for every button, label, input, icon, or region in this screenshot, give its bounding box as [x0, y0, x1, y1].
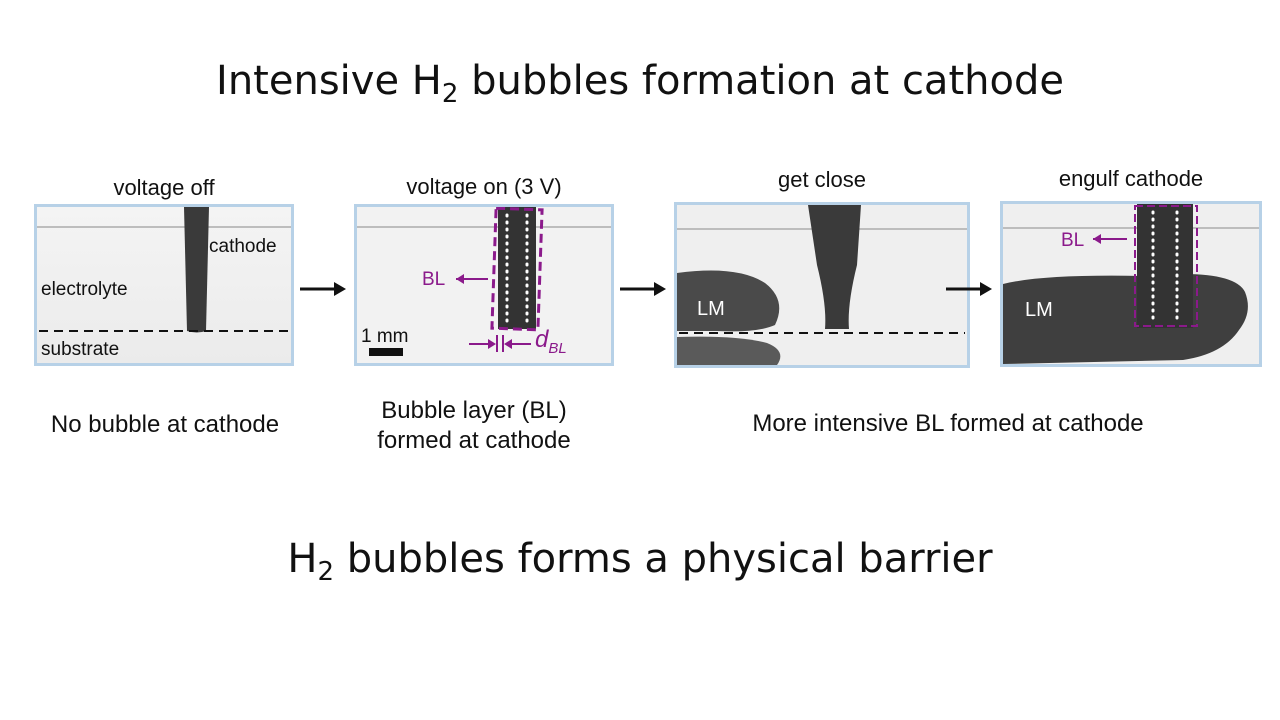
arrow-right-icon — [300, 282, 346, 296]
bubble-layer-outline — [1134, 205, 1198, 327]
liquid-metal-droplet — [677, 270, 780, 332]
panel-label-get-close: get close — [777, 167, 867, 192]
caption-bubble-layer-line1: Bubble layer (BL) — [381, 397, 567, 424]
liquid-metal-reflection — [677, 336, 781, 365]
caption-intensive-bl: More intensive BL formed at cathode — [752, 410, 1144, 437]
image-panel-engulf: BL LM — [1000, 201, 1262, 367]
panel-label-voltage-off: voltage off — [113, 175, 215, 200]
lm-label: LM — [697, 298, 725, 320]
arrow-right-icon — [620, 282, 666, 296]
image-panel-get-close: LM — [674, 202, 970, 368]
caption-no-bubble: No bubble at cathode — [50, 411, 280, 438]
slide-conclusion: H2 bubbles forms a physical barrier — [287, 536, 993, 587]
slide-title: Intensive H2 bubbles formation at cathod… — [216, 58, 1064, 109]
panel-label-engulf: engulf cathode — [1058, 166, 1204, 191]
bl-label: BL — [1061, 230, 1084, 251]
image-panel-voltage-off: cathode electrolyte substrate — [34, 204, 294, 366]
electrolyte-label: electrolyte — [41, 279, 128, 300]
panel-label-voltage-on: voltage on (3 V) — [406, 174, 562, 199]
cathode-label: cathode — [209, 236, 277, 257]
cathode-rod — [808, 205, 861, 329]
scale-bar — [369, 348, 403, 356]
bl-label: BL — [422, 269, 445, 290]
cathode-rod — [1137, 204, 1193, 328]
dbl-label: dBL — [535, 326, 567, 357]
cathode-rod — [184, 207, 209, 333]
caption-bubble-layer: Bubble layer (BL) formed at cathode — [334, 396, 614, 456]
image-panel-voltage-on: BL 1 mm dBL — [354, 204, 614, 366]
caption-bubble-layer-line2: formed at cathode — [377, 427, 571, 454]
cathode-rod — [498, 207, 536, 329]
arrow-right-icon — [946, 282, 992, 296]
substrate-label: substrate — [41, 339, 119, 360]
lm-label: LM — [1025, 299, 1053, 321]
scale-bar-label: 1 mm — [361, 326, 409, 347]
